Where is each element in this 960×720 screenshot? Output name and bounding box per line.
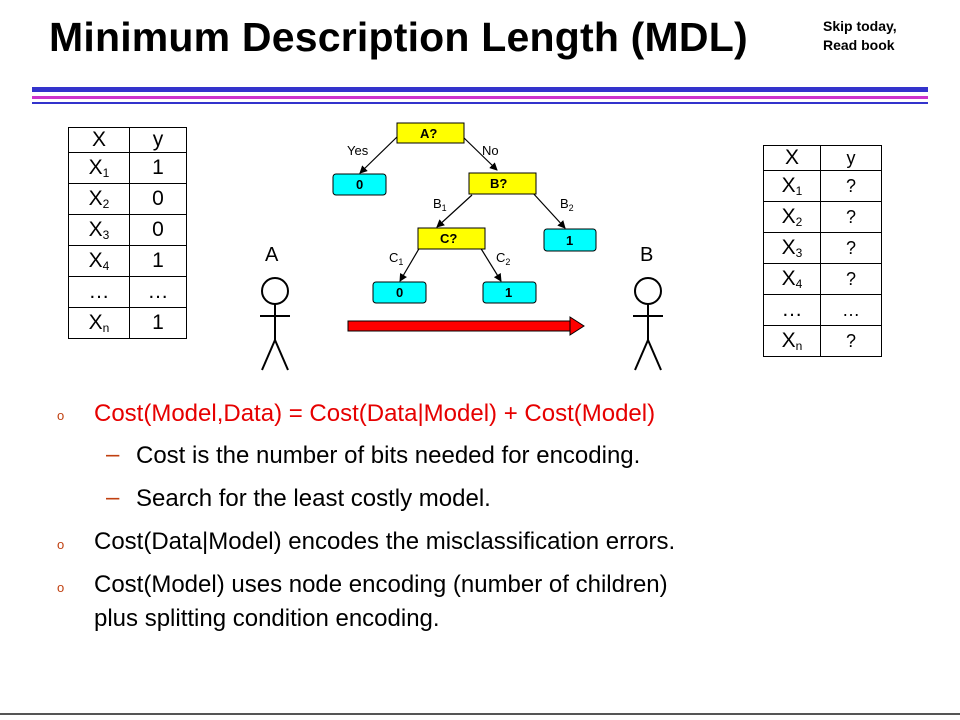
person-a-label: A	[265, 244, 279, 266]
tree-node-c: C?	[417, 227, 486, 250]
edge-label-yes: Yes	[347, 143, 369, 158]
cell-y: 0	[129, 183, 187, 215]
bullet-text: Cost(Model,Data) = Cost(Data|Model) + Co…	[94, 400, 656, 427]
cell-y: ?	[820, 325, 882, 357]
svg-text:1: 1	[566, 233, 573, 248]
tree-node-a: A?	[396, 122, 465, 144]
tree-leaf-c1: 0	[372, 281, 427, 304]
edge-label-c2: C2	[496, 250, 510, 267]
bullet-marker: o	[57, 537, 65, 552]
stick-figure-b-icon	[633, 277, 663, 371]
sub-bullet-marker: –	[106, 441, 120, 468]
bullet-text-continuation: plus splitting condition encoding.	[94, 605, 440, 632]
svg-text:B?: B?	[490, 176, 507, 191]
title-rule-blue	[32, 87, 928, 92]
cell-y: …	[129, 276, 187, 308]
tree-leaf-a-yes: 0	[332, 173, 387, 196]
tree-leaf-c2: 1	[482, 281, 537, 304]
cell-y: 0	[129, 214, 187, 246]
cell-x: X2	[68, 183, 130, 215]
sub-bullet-text: Cost is the number of bits needed for en…	[136, 442, 641, 469]
edge-label-b1: B1	[433, 196, 447, 213]
table-row: X1?	[763, 170, 882, 202]
table-row: X4?	[763, 263, 882, 295]
stick-figure-a-icon	[260, 277, 290, 371]
tree-edges	[359, 135, 566, 282]
table-receiver: X y X1? X2? X3? X4? …… Xn?	[763, 145, 882, 357]
cell-x: …	[68, 276, 130, 308]
column-header-x: X	[763, 145, 821, 171]
table-row: Xn?	[763, 325, 882, 357]
side-note-line-2: Read book	[823, 37, 895, 53]
edge-label-c1: C1	[389, 250, 403, 267]
tree-node-b: B?	[468, 172, 537, 195]
bullet-text: Cost(Model) uses node encoding (number o…	[94, 571, 668, 598]
bullet-text: Cost(Data|Model) encodes the misclassifi…	[94, 528, 676, 555]
footer-rule	[0, 713, 960, 715]
slide-title: Minimum Description Length (MDL)	[49, 14, 748, 60]
cell-x: X4	[68, 245, 130, 277]
cell-y: 1	[129, 152, 187, 184]
transmission-arrow-icon	[347, 316, 585, 336]
tree-leaf-b2: 1	[543, 228, 597, 252]
svg-text:0: 0	[396, 285, 403, 300]
edge-label-no: No	[482, 143, 499, 158]
table-header-row: X y	[68, 127, 187, 153]
side-note-line-1: Skip today,	[823, 18, 897, 34]
column-header-x: X	[68, 127, 130, 153]
side-note: Skip today, Read book	[823, 17, 897, 55]
sub-bullet-marker: –	[106, 484, 120, 511]
cell-y: ?	[820, 201, 882, 233]
cell-x: X1	[68, 152, 130, 184]
svg-text:C?: C?	[440, 231, 457, 246]
cell-x: X3	[763, 232, 821, 264]
table-row: X3?	[763, 232, 882, 264]
title-rule-purple	[32, 96, 928, 99]
table-row: X2?	[763, 201, 882, 233]
cell-y: ?	[820, 263, 882, 295]
svg-text:0: 0	[356, 177, 363, 192]
title-rule-thin	[32, 102, 928, 104]
cell-y: …	[820, 294, 882, 326]
bullet-marker: o	[57, 408, 65, 423]
bullet-marker: o	[57, 580, 65, 595]
edge-label-b2: B2	[560, 196, 574, 213]
svg-text:1: 1	[505, 285, 512, 300]
sub-bullet-text: Search for the least costly model.	[136, 485, 491, 512]
table-row: ……	[68, 276, 187, 308]
cell-x: X2	[763, 201, 821, 233]
cell-y: 1	[129, 245, 187, 277]
svg-text:A?: A?	[420, 126, 437, 141]
cell-y: 1	[129, 307, 187, 339]
person-b-label: B	[640, 244, 654, 266]
column-header-y: y	[129, 127, 187, 153]
cell-x: Xn	[763, 325, 821, 357]
table-row: ……	[763, 294, 882, 326]
